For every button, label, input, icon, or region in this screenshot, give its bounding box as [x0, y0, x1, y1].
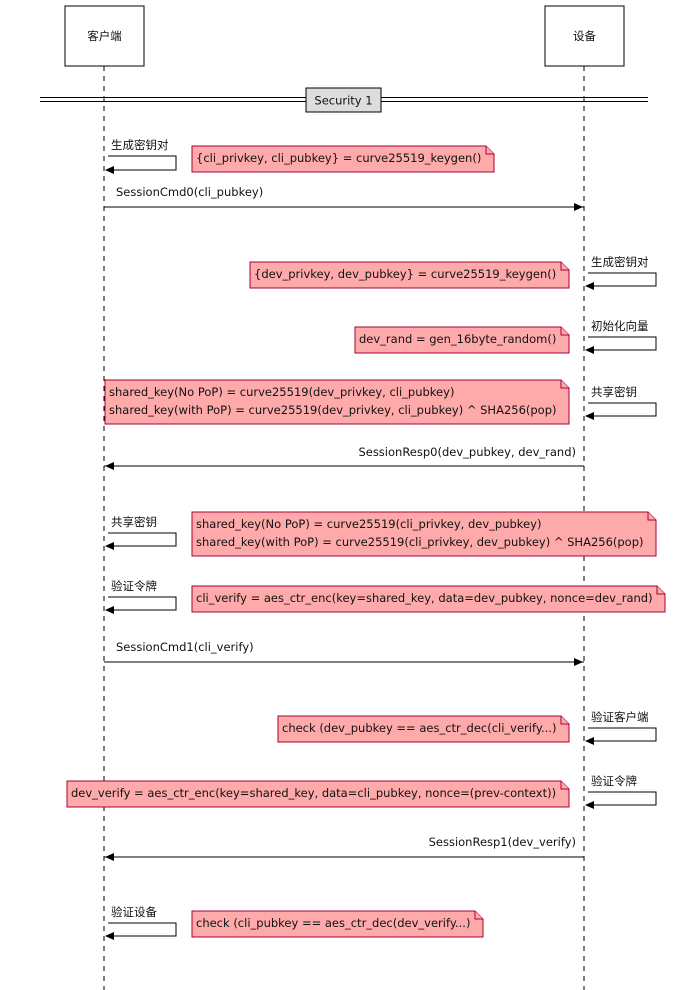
self-message-step: 验证令牌 dev_verify = aes_ctr_enc(key=shared_… — [66, 774, 657, 809]
message-step: SessionResp0(dev_pubkey, dev_rand) — [104, 445, 584, 470]
self-message-step: 生成密钥对 {cli_privkey, cli_pubkey} = curve25… — [105, 138, 495, 174]
note: {cli_privkey, cli_pubkey} = curve25519_k… — [191, 145, 495, 173]
note-text: shared_key(No PoP) = curve25519(cli_priv… — [196, 517, 541, 531]
message-arrowhead — [574, 203, 583, 211]
self-message-arrowhead — [585, 412, 594, 420]
self-message-loop — [588, 336, 657, 351]
note: dev_rand = gen_16byte_random() — [354, 326, 570, 354]
self-message-label: 共享密钥 — [591, 385, 637, 399]
note-corner-fold — [560, 380, 569, 389]
self-message-arrowhead — [105, 606, 114, 614]
note: check (cli_pubkey == aes_ctr_dec(dev_ver… — [191, 910, 484, 938]
self-message-loop — [588, 272, 657, 287]
message-step: SessionCmd0(cli_pubkey) — [104, 185, 584, 211]
note: shared_key(No PoP) = curve25519(cli_priv… — [191, 511, 657, 557]
note-text: shared_key(with PoP) = curve25519(cli_pr… — [196, 535, 644, 549]
self-message-label: 验证客户端 — [591, 710, 649, 724]
self-message-arrowhead — [105, 166, 114, 174]
note-text: check (dev_pubkey == aes_ctr_dec(cli_ver… — [282, 721, 556, 735]
self-message-step: 共享密钥 shared_key(No PoP) = curve25519(dev_… — [104, 379, 657, 425]
self-message-loop — [108, 922, 177, 937]
self-message-loop — [588, 402, 657, 417]
device-participant-label: 设备 — [573, 29, 596, 43]
self-message-label: 共享密钥 — [111, 515, 157, 529]
section-divider-label: Security 1 — [314, 94, 372, 108]
note-body — [277, 715, 570, 743]
message-arrowhead — [105, 853, 114, 861]
note-corner-fold — [560, 327, 569, 336]
self-message-arrowhead — [585, 801, 594, 809]
self-message-label: 生成密钥对 — [111, 138, 169, 152]
note-text: shared_key(with PoP) = curve25519(dev_pr… — [109, 403, 557, 417]
self-message-loop — [108, 532, 177, 547]
self-message-loop — [588, 791, 657, 806]
note-text: {cli_privkey, cli_pubkey} = curve25519_k… — [196, 151, 481, 165]
self-message-label: 生成密钥对 — [591, 255, 649, 269]
note-corner-fold — [656, 586, 665, 595]
section-divider: Security 1 — [40, 87, 648, 113]
message-step: SessionResp1(dev_verify) — [104, 835, 584, 861]
note-text: cli_verify = aes_ctr_enc(key=shared_key,… — [196, 591, 653, 605]
self-message-step: 验证设备 check (cli_pubkey == aes_ctr_dec(dev… — [105, 905, 484, 940]
message-step: SessionCmd1(cli_verify) — [104, 640, 584, 666]
message-label: SessionCmd1(cli_verify) — [116, 640, 254, 654]
message-arrowhead — [105, 462, 114, 470]
self-message-label: 验证设备 — [111, 905, 157, 919]
note-text: shared_key(No PoP) = curve25519(dev_priv… — [109, 385, 454, 399]
note: {dev_privkey, dev_pubkey} = curve25519_k… — [249, 261, 570, 289]
self-message-label: 初始化向量 — [591, 319, 649, 333]
note-body — [191, 511, 657, 557]
note: check (dev_pubkey == aes_ctr_dec(cli_ver… — [277, 715, 570, 743]
self-message-arrowhead — [585, 737, 594, 745]
note-body — [191, 145, 495, 173]
client-participant-label: 客户端 — [87, 29, 122, 43]
self-message-arrowhead — [585, 282, 594, 290]
note-body — [354, 326, 570, 354]
client-participant: 客户端 — [64, 5, 145, 67]
note-corner-fold — [485, 146, 494, 155]
note-text: {dev_privkey, dev_pubkey} = curve25519_k… — [254, 267, 556, 281]
self-message-step: 验证令牌 cli_verify = aes_ctr_enc(key=shared_… — [105, 579, 666, 614]
note-body — [191, 910, 484, 938]
self-message-step: 验证客户端 check (dev_pubkey == aes_ctr_dec(cl… — [277, 710, 657, 745]
note-body — [191, 585, 666, 613]
self-message-loop — [108, 155, 177, 171]
note-corner-fold — [647, 512, 656, 521]
self-message-arrowhead — [105, 932, 114, 940]
note: cli_verify = aes_ctr_enc(key=shared_key,… — [191, 585, 666, 613]
note: dev_verify = aes_ctr_enc(key=shared_key,… — [66, 780, 570, 808]
note: shared_key(No PoP) = curve25519(dev_priv… — [104, 379, 570, 425]
note-corner-fold — [560, 262, 569, 271]
note-text: check (cli_pubkey == aes_ctr_dec(dev_ver… — [196, 916, 470, 930]
note-corner-fold — [560, 781, 569, 790]
note-corner-fold — [474, 911, 483, 920]
self-message-label: 验证令牌 — [111, 579, 157, 593]
steps: 生成密钥对 {cli_privkey, cli_pubkey} = curve25… — [66, 138, 666, 940]
note-corner-fold — [560, 716, 569, 725]
note-body — [104, 379, 570, 425]
note-text: dev_verify = aes_ctr_enc(key=shared_key,… — [71, 786, 556, 800]
note-body — [66, 780, 570, 808]
self-message-step: 生成密钥对 {dev_privkey, dev_pubkey} = curve25… — [249, 255, 657, 290]
message-label: SessionResp0(dev_pubkey, dev_rand) — [358, 445, 576, 459]
self-message-arrowhead — [585, 346, 594, 354]
self-message-step: 共享密钥 shared_key(No PoP) = curve25519(cli_… — [105, 511, 657, 557]
device-participant: 设备 — [544, 5, 625, 67]
message-label: SessionResp1(dev_verify) — [429, 835, 576, 849]
self-message-arrowhead — [105, 542, 114, 550]
note-body — [249, 261, 570, 289]
message-label: SessionCmd0(cli_pubkey) — [116, 185, 263, 199]
self-message-step: 初始化向量 dev_rand = gen_16byte_random() — [354, 319, 657, 354]
message-arrowhead — [574, 658, 583, 666]
self-message-loop — [108, 596, 177, 611]
self-message-label: 验证令牌 — [591, 774, 637, 788]
self-message-loop — [588, 727, 657, 742]
note-text: dev_rand = gen_16byte_random() — [359, 332, 556, 346]
